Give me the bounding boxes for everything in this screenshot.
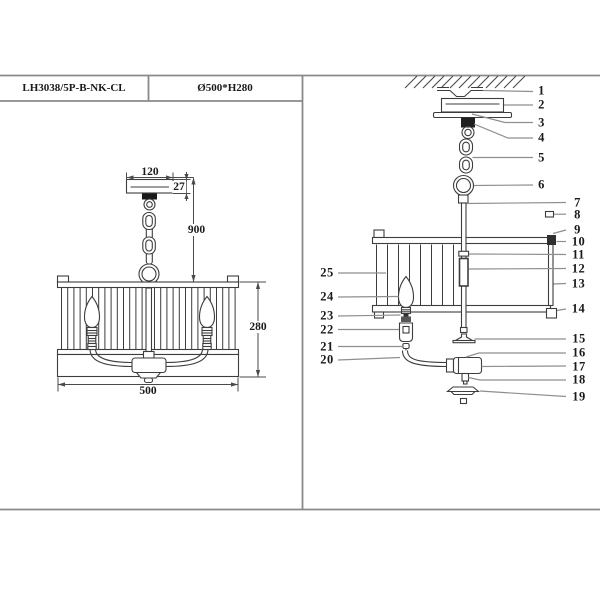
exploded-view [371, 75, 558, 405]
part-canopy [432, 97, 513, 119]
part-arm-nut [402, 342, 410, 351]
dim-canopy-width: 120 [141, 165, 159, 178]
part-centre-rod [452, 202, 476, 344]
part-label-2: 2 [538, 97, 545, 112]
part-label-18: 18 [572, 372, 586, 387]
part-label-7: 7 [574, 195, 581, 209]
front-hub [131, 350, 167, 384]
part-small-fitting [544, 210, 555, 218]
part-label-14: 14 [571, 301, 586, 316]
front-dimensions [57, 172, 266, 392]
dim-canopy-height: 27 [172, 181, 186, 193]
part-stem [461, 372, 470, 385]
part-label-15: 15 [572, 331, 586, 346]
part-label-11: 11 [572, 247, 585, 261]
part-hook-block [461, 117, 475, 128]
part-socket [401, 316, 411, 322]
part-loop [461, 125, 475, 140]
part-label-25: 25 [320, 265, 334, 280]
title-model-code: LH3038/5P-B-NK-CL [22, 82, 126, 94]
leader-lines [337, 89, 567, 398]
part-label-16: 16 [572, 345, 586, 360]
front-canopy [125, 178, 174, 194]
part-label-13: 13 [571, 276, 586, 290]
part-label-5: 5 [538, 150, 545, 164]
part-label-19: 19 [572, 389, 586, 403]
part-label-23: 23 [320, 308, 334, 323]
front-candle-right [198, 295, 216, 351]
part-bottom-cap [545, 307, 558, 319]
part-label-1: 1 [538, 83, 545, 98]
part-label-12: 12 [571, 261, 586, 275]
part-label-17: 17 [572, 359, 586, 373]
part-candle-cup [398, 322, 414, 343]
front-loop [143, 198, 156, 211]
front-hook-block [142, 193, 157, 200]
part-collar [458, 250, 470, 257]
part-label-10: 10 [571, 234, 586, 248]
part-label-8: 8 [574, 207, 581, 221]
part-label-21: 21 [320, 339, 334, 353]
title-size-spec: Ø500*H280 [197, 82, 253, 94]
front-candle-left [83, 295, 101, 351]
part-label-24: 24 [320, 289, 334, 304]
part-label-3: 3 [538, 115, 545, 129]
part-hub [445, 356, 483, 375]
part-bulb [397, 275, 415, 317]
part-arm [401, 350, 448, 368]
dim-shade-height: 280 [248, 321, 268, 333]
ceiling-hatch [404, 75, 526, 89]
front-chain [142, 211, 156, 265]
part-label-9: 9 [574, 222, 581, 237]
part-label-20: 20 [320, 352, 334, 367]
front-view [56, 178, 240, 384]
front-centre-rod [145, 287, 153, 353]
part-side-rod [547, 243, 554, 307]
part-label-6: 6 [538, 177, 545, 191]
part-top-cap [547, 235, 556, 245]
part-label-22: 22 [320, 322, 334, 336]
dim-shade-diameter: 500 [139, 385, 157, 397]
part-sleeve [458, 257, 469, 287]
part-chain [458, 138, 474, 174]
part-mounting-bracket [437, 86, 483, 98]
part-label-4: 4 [538, 130, 545, 145]
front-arms [89, 348, 209, 368]
exploded-shade-rods [376, 244, 454, 305]
part-finial [445, 386, 481, 405]
dim-chain-drop: 900 [186, 224, 207, 236]
part-flange [453, 333, 475, 342]
sheet-frame [0, 74, 600, 511]
